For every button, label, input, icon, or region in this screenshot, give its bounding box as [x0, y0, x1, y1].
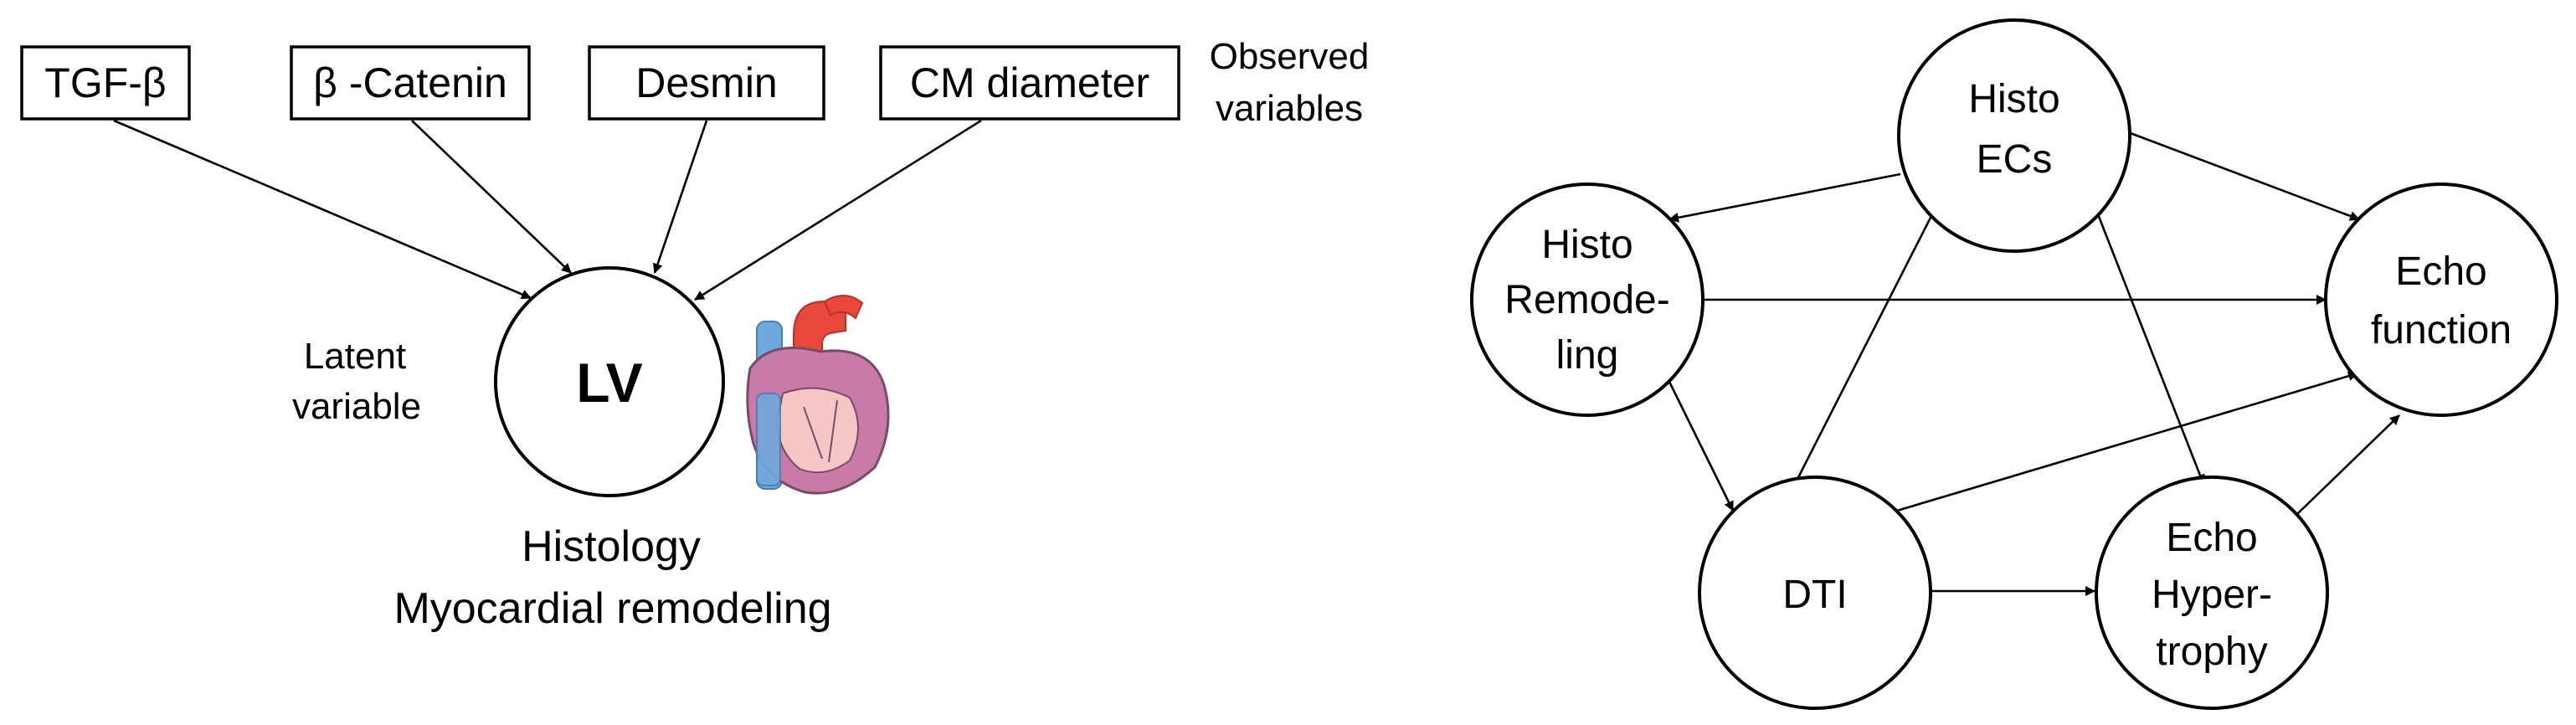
latent-caption-line-1: Latent — [304, 336, 406, 377]
edge-histo-ecs-to-histo-remodeling — [1668, 172, 1901, 223]
edge-histo-ecs-to-echo-hypertrophy — [2096, 213, 2205, 485]
node-echo-hypertrophy-line-3: trophy — [2156, 630, 2267, 674]
edge-cm-to-lv — [694, 119, 982, 301]
edge-tgf-to-lv — [113, 119, 532, 300]
observed-variables-caption: Observed variables — [1210, 36, 1370, 129]
node-echo-hypertrophy-line-2: Hyper- — [2152, 573, 2272, 617]
observed-box-beta-catenin: β -Catenin — [290, 45, 531, 121]
right-panel: Histo ECs Histo Remode- ling Echo functi… — [1470, 18, 2558, 710]
left-panel: TGF-β β -Catenin Desmin CM diameter Obse… — [20, 36, 1370, 633]
observed-label-desmin: Desmin — [635, 59, 777, 106]
node-histo-remodeling: Histo Remode- ling — [1470, 183, 1704, 417]
edge-histo-remodeling-to-dti — [1668, 381, 1735, 512]
histology-caption: Histology Myocardial remodeling — [393, 522, 831, 633]
heart-illustration — [746, 295, 890, 495]
histology-caption-line-2: Myocardial remodeling — [393, 584, 831, 633]
observed-caption-line-1: Observed — [1210, 36, 1370, 77]
node-echo-hypertrophy-line-1: Echo — [2166, 516, 2257, 560]
heart-aorta-arch — [823, 295, 864, 320]
node-echo-hypertrophy: Echo Hyper- trophy — [2095, 476, 2329, 710]
node-histo-ecs-line-1: Histo — [1968, 77, 2059, 121]
heart-chamber — [775, 387, 859, 474]
node-dti-line-1: DTI — [1782, 573, 1847, 617]
node-histo-ecs: Histo ECs — [1897, 18, 2131, 253]
heart-vessel-line — [803, 399, 838, 463]
edge-echo-hypertrophy-to-echo-function — [2296, 414, 2400, 515]
node-echo-function-line-2: function — [2371, 308, 2512, 352]
node-dti: DTI — [1698, 476, 1932, 710]
observed-box-cm-diameter: CM diameter — [879, 45, 1180, 121]
edge-histo-ecs-to-dti — [1790, 213, 1934, 491]
histology-caption-line-1: Histology — [522, 522, 701, 571]
latent-node-lv: LV — [494, 266, 725, 497]
node-echo-function-line-1: Echo — [2395, 249, 2486, 294]
latent-caption-line-2: variable — [292, 386, 421, 427]
latent-variable-caption: Latent variable — [292, 336, 421, 427]
heart-vein-front — [756, 393, 781, 486]
node-histo-remodeling-line-2: Remode- — [1504, 278, 1669, 322]
latent-node-label: LV — [576, 352, 642, 414]
edge-desmin-to-lv — [652, 120, 708, 274]
observed-label-cm-diameter: CM diameter — [910, 59, 1149, 106]
edge-histo-ecs-to-echo-function — [2127, 131, 2360, 221]
node-histo-remodeling-line-1: Histo — [1541, 223, 1632, 267]
observed-box-tgf-beta: TGF-β — [20, 45, 191, 121]
edge-catenin-to-lv — [411, 120, 572, 274]
observed-label-beta-catenin: β -Catenin — [313, 59, 507, 106]
node-histo-remodeling-line-3: ling — [1556, 333, 1619, 378]
node-echo-function: Echo function — [2324, 183, 2558, 417]
observed-box-desmin: Desmin — [588, 45, 825, 121]
observed-label-tgf-beta: TGF-β — [44, 59, 166, 106]
observed-caption-line-2: variables — [1216, 88, 1363, 129]
node-histo-ecs-line-2: ECs — [1977, 137, 2053, 182]
edge-dti-to-echo-function — [1896, 371, 2358, 512]
